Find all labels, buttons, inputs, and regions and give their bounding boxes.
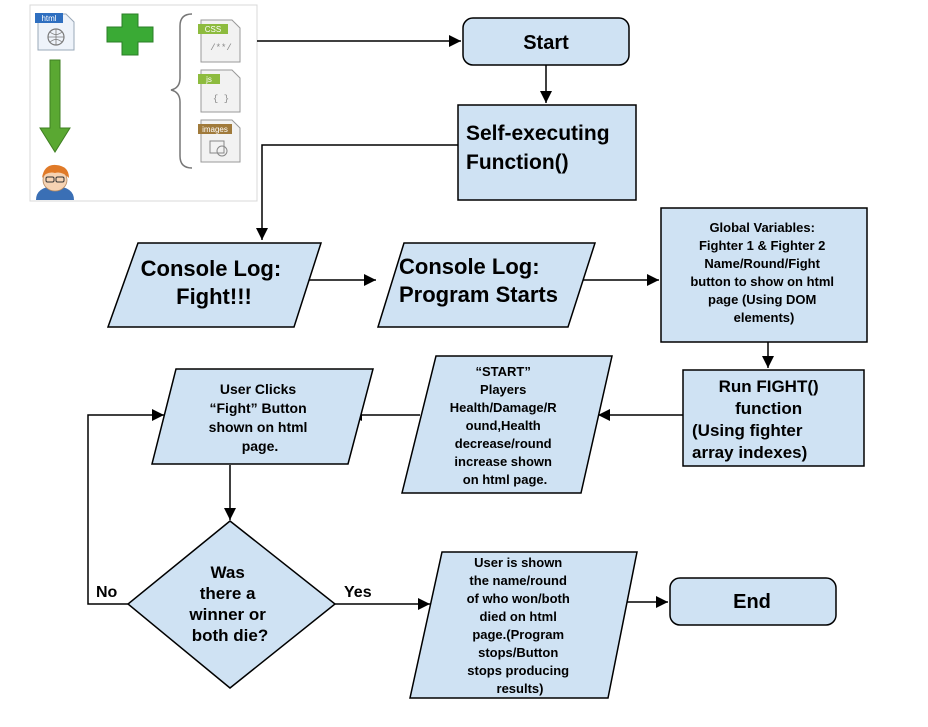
edge-no: [87, 409, 164, 605]
user-clicks-label: User Clicks “Fight” Button shown on html…: [209, 381, 312, 454]
icon-panel: html CSS /**/ js { }: [29, 4, 258, 202]
players-health-label: “START” Players Health/Damage/R ound,Hea…: [450, 364, 561, 487]
result-node: [409, 551, 638, 699]
css-file-label: CSS: [205, 25, 221, 34]
start-node: [462, 17, 630, 66]
run-fight-node: [682, 369, 865, 467]
global-variables-node: [660, 207, 868, 343]
console-fight-node: [106, 242, 323, 328]
yes-edge-label: Yes: [344, 584, 372, 601]
self-executing-node: [457, 104, 637, 201]
js-file-icon: js { }: [198, 69, 241, 113]
global-variables-label: Global Variables: Fighter 1 & Fighter 2 …: [690, 220, 837, 325]
images-file-label: images: [202, 125, 228, 134]
images-file-icon: images: [198, 119, 241, 163]
end-node: [669, 577, 837, 626]
run-fight-label: Run FIGHT() function (Using fighter arra…: [692, 377, 823, 462]
css-glyph: /**/: [210, 43, 232, 53]
players-health-node: [401, 355, 613, 494]
brace-icon: [170, 13, 193, 169]
end-label: End: [733, 591, 771, 613]
arrow-down-icon: [39, 59, 71, 153]
console-program-starts-label: Console Log: Program Starts: [399, 254, 558, 307]
css-file-icon: CSS /**/: [198, 19, 241, 63]
plus-icon: [106, 13, 154, 56]
console-program-starts-node: [376, 242, 597, 328]
result-label: User is shown the name/round of who won/…: [467, 555, 574, 696]
self-executing-label: Self-executing Function(): [466, 122, 615, 174]
winner-decision-label: Was there a winner or both die?: [188, 563, 270, 645]
html-file-icon: html: [35, 13, 75, 51]
console-fight-label: Console Log: Fight!!!: [141, 256, 288, 309]
js-file-label: js: [205, 75, 212, 84]
html-file-label: html: [41, 14, 56, 23]
winner-decision-node: [126, 520, 337, 689]
user-avatar-icon: [36, 164, 74, 200]
edge-selfexec-fight: [256, 144, 458, 240]
start-label: Start: [523, 32, 569, 54]
no-edge-label: No: [96, 584, 118, 601]
user-clicks-node: [151, 368, 374, 465]
js-glyph: { }: [213, 94, 229, 104]
